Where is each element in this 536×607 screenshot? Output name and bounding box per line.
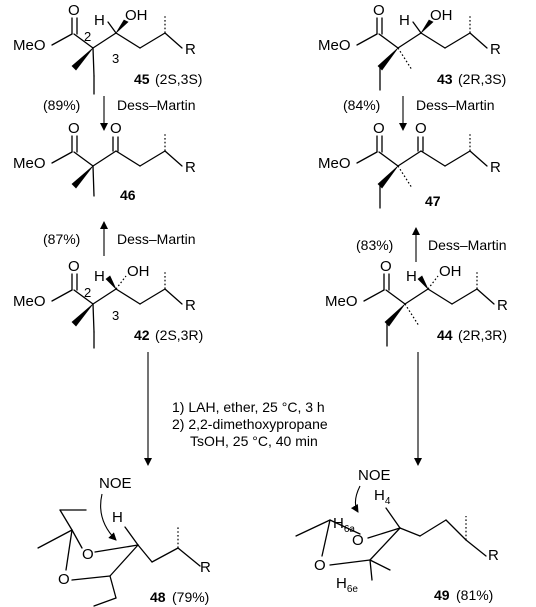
compound-yield: (79%) (172, 589, 209, 605)
stereo-config: (2S,3R) (155, 327, 203, 343)
atom-noe: NOE (358, 467, 391, 484)
locant-3: 3 (112, 51, 119, 66)
atom-noe: NOE (99, 475, 132, 492)
atom-o2: O (58, 571, 70, 588)
compound-label: 45 (134, 71, 150, 87)
arrow-44-to-47: (83%) Dess–Martin (356, 227, 507, 262)
compound-46: MeO O O R 46 (13, 120, 196, 203)
compound-label: 43 (437, 71, 453, 87)
reagent-label: Dess–Martin (416, 97, 495, 113)
compound-44: MeO O H OH R 44 (2R,3R) (325, 258, 508, 347)
compound-label: 42 (134, 327, 150, 343)
atom-o2: O (110, 120, 122, 137)
atom-h6e: H6e (336, 575, 358, 595)
atom-meo: MeO (13, 37, 46, 54)
condition-line-3: TsOH, 25 °C, 40 min (190, 433, 318, 449)
compound-label: 44 (437, 327, 453, 343)
arrow-45-to-46: (89%) Dess–Martin (43, 96, 196, 131)
arrow-43-to-47: (84%) Dess–Martin (343, 96, 495, 131)
atom-h: H (112, 509, 123, 526)
atom-r: R (185, 159, 196, 176)
atom-h: H (94, 12, 105, 29)
compound-label: 46 (120, 187, 136, 203)
stereo-config: (2S,3S) (155, 71, 202, 87)
atom-h: H (94, 268, 105, 285)
atom-h: H (406, 268, 417, 285)
compound-label: 49 (434, 587, 450, 603)
yield-label: (87%) (43, 231, 80, 247)
atom-o: O (380, 258, 392, 275)
locant-2: 2 (84, 285, 91, 300)
atom-meo: MeO (13, 155, 46, 172)
compound-47: MeO O O R 47 (318, 120, 501, 209)
atom-oh: OH (439, 263, 462, 280)
stereo-config: (2R,3S) (458, 71, 506, 87)
yield-label: (83%) (356, 237, 393, 253)
compound-label: 48 (150, 589, 166, 605)
atom-oh: OH (127, 263, 150, 280)
atom-r: R (490, 159, 501, 176)
reagent-label: Dess–Martin (117, 97, 196, 113)
compound-49: NOE H6a H4 O O H6e R 49 (81%) (295, 467, 499, 603)
atom-r: R (488, 547, 499, 564)
atom-o: O (68, 258, 80, 275)
compound-yield: (81%) (456, 587, 493, 603)
compound-48: NOE H O O R 48 (79%) (37, 475, 211, 607)
atom-r: R (497, 297, 508, 314)
atom-h4: H4 (374, 487, 391, 507)
atom-r: R (185, 41, 196, 58)
atom-meo: MeO (325, 293, 358, 310)
compound-45: MeO O 2 3 H OH R 45 (2S,3S) (13, 2, 202, 95)
atom-h: H (399, 12, 410, 29)
atom-o: O (373, 2, 385, 19)
condition-line-1: 1) LAH, ether, 25 °C, 3 h (172, 399, 325, 415)
atom-o1: O (82, 546, 94, 563)
atom-oh: OH (125, 7, 148, 24)
reagent-label: Dess–Martin (428, 237, 507, 253)
yield-label: (84%) (343, 97, 380, 113)
reagent-label: Dess–Martin (117, 231, 196, 247)
atom-o1: O (373, 120, 385, 137)
atom-r: R (490, 41, 501, 58)
atom-meo: MeO (318, 155, 351, 172)
yield-label: (89%) (43, 97, 80, 113)
atom-oh: OH (430, 7, 453, 24)
locant-2: 2 (84, 29, 91, 44)
atom-r: R (200, 559, 211, 576)
stereo-config: (2R,3R) (458, 327, 507, 343)
condition-line-2: 2) 2,2-dimethoxypropane (172, 416, 328, 432)
compound-43: MeO O H OH R 43 (2R,3S) (318, 2, 506, 91)
arrow-42-to-46: (87%) Dess–Martin (43, 221, 196, 256)
atom-o: O (68, 2, 80, 19)
atom-meo: MeO (318, 37, 351, 54)
atom-o1: O (352, 532, 364, 549)
atom-o2: O (314, 557, 326, 574)
compound-42: MeO O 2 3 H OH R 42 (2S,3R) (13, 258, 203, 349)
atom-meo: MeO (13, 293, 46, 310)
locant-3: 3 (112, 308, 119, 323)
atom-r: R (185, 297, 196, 314)
compound-label: 47 (425, 193, 441, 209)
reaction-conditions: 1) LAH, ether, 25 °C, 3 h 2) 2,2-dimetho… (172, 399, 328, 449)
atom-o1: O (68, 120, 80, 137)
atom-o2: O (415, 120, 427, 137)
